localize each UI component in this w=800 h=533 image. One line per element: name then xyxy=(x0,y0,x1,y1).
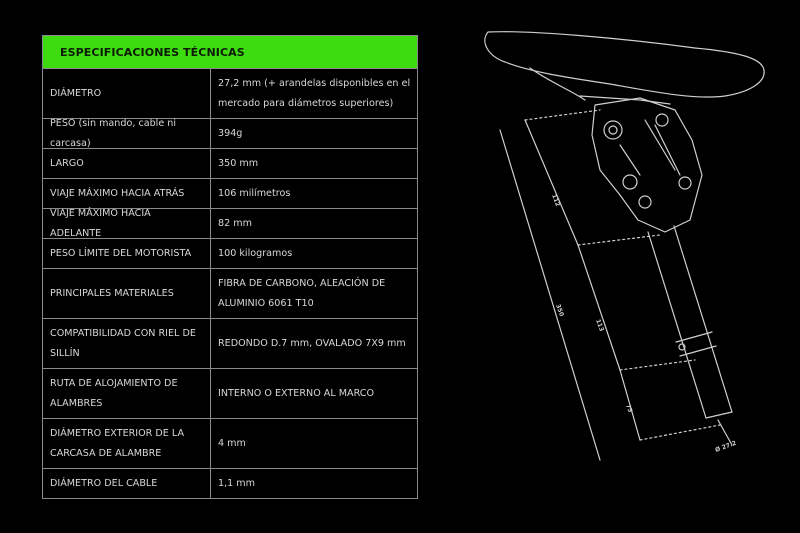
table-row: DIÁMETRO DEL CABLE 1,1 mm xyxy=(43,468,417,498)
table-row: COMPATIBILIDAD CON RIEL DE SILLÍN REDOND… xyxy=(43,318,417,368)
row-value-cable: 1,1 mm xyxy=(218,477,255,489)
row-label-compatibilidad: COMPATIBILIDAD CON RIEL DE SILLÍN xyxy=(43,319,211,368)
clamp-bolt-3 xyxy=(622,174,638,190)
seatpost-collar xyxy=(675,331,717,357)
dimension-line-lower xyxy=(577,244,621,371)
row-label-viaje-atras: VIAJE MÁXIMO HACIA ATRÁS xyxy=(43,179,211,208)
spec-table: ESPECIFICACIONES TÉCNICAS DIÁMETRO 27,2 … xyxy=(42,35,418,499)
clamp-bolt-4 xyxy=(678,176,692,190)
dim-label-bottom: 75 xyxy=(624,403,633,413)
row-label-peso-limite: PESO LÍMITE DEL MOTORISTA xyxy=(43,239,211,268)
dim-label-diameter: Ø 27.2 xyxy=(714,440,737,454)
clamp-bolt-1 xyxy=(603,120,623,140)
spec-table-title: ESPECIFICACIONES TÉCNICAS xyxy=(43,36,417,68)
row-value-viaje-adelante: 82 mm xyxy=(218,217,252,229)
table-row: PESO LÍMITE DEL MOTORISTA 100 kilogramos xyxy=(43,238,417,268)
table-row: LARGO 350 mm xyxy=(43,148,417,178)
row-label-materiales: PRINCIPALES MATERIALES xyxy=(43,269,211,318)
clamp-bolt-2 xyxy=(655,113,669,127)
seatpost-shaft xyxy=(647,225,733,419)
saddle-rail xyxy=(529,67,671,105)
table-row: DIÁMETRO EXTERIOR DE LA CARCASA DE ALAMB… xyxy=(43,418,417,468)
table-row: VIAJE MÁXIMO HACIA ATRÁS 106 milímetros xyxy=(43,178,417,208)
dim-label-mid: 113 xyxy=(594,318,605,332)
row-label-viaje-adelante: VIAJE MÁXIMO HACIA ADELANTE xyxy=(43,208,211,239)
dim-label-top: 112 xyxy=(550,193,561,207)
dimension-line-upper xyxy=(524,119,579,246)
dimension-line-total xyxy=(499,129,601,461)
table-row: PRINCIPALES MATERIALES FIBRA DE CARBONO,… xyxy=(43,268,417,318)
row-label-carcasa: DIÁMETRO EXTERIOR DE LA CARCASA DE ALAMB… xyxy=(43,419,211,468)
row-label-largo: LARGO xyxy=(43,149,211,178)
dim-label-total: 350 xyxy=(554,303,565,317)
saddle-outline xyxy=(484,31,765,98)
diameter-arrow xyxy=(717,419,733,446)
clamp-bolt-5 xyxy=(638,195,652,209)
row-label-cable: DIÁMETRO DEL CABLE xyxy=(43,469,211,498)
seatpost-diagram: 112 350 113 75 Ø 27.2 xyxy=(484,31,765,461)
row-value-peso-limite: 100 kilogramos xyxy=(218,247,293,259)
row-label-diametro: DIÁMETRO xyxy=(43,69,211,118)
table-row: DIÁMETRO 27,2 mm (+ arandelas disponible… xyxy=(43,68,417,118)
clamp-head xyxy=(591,97,703,233)
row-value-compatibilidad: REDONDO D.7 mm, OVALADO 7X9 mm xyxy=(218,337,406,349)
row-value-peso: 394g xyxy=(218,127,243,139)
row-label-peso: PESO (sin mando, cable ni carcasa) xyxy=(43,118,211,149)
table-row: VIAJE MÁXIMO HACIA ADELANTE 82 mm xyxy=(43,208,417,239)
row-value-ruta-alambres: INTERNO O EXTERNO AL MARCO xyxy=(218,387,375,399)
row-value-materiales: FIBRA DE CARBONO, ALEACIÓN DE ALUMINIO 6… xyxy=(218,277,386,309)
table-row: RUTA DE ALOJAMIENTO DE ALAMBRES INTERNO … xyxy=(43,368,417,418)
row-value-largo: 350 mm xyxy=(218,157,259,169)
table-row: PESO (sin mando, cable ni carcasa) 394g xyxy=(43,118,417,149)
row-value-viaje-atras: 106 milímetros xyxy=(218,187,291,199)
row-value-diametro: 27,2 mm (+ arandelas disponibles en el m… xyxy=(218,77,411,109)
row-value-carcasa: 4 mm xyxy=(218,437,246,449)
row-label-ruta-alambres: RUTA DE ALOJAMIENTO DE ALAMBRES xyxy=(43,369,211,418)
dimension-line-bottom xyxy=(619,369,641,441)
